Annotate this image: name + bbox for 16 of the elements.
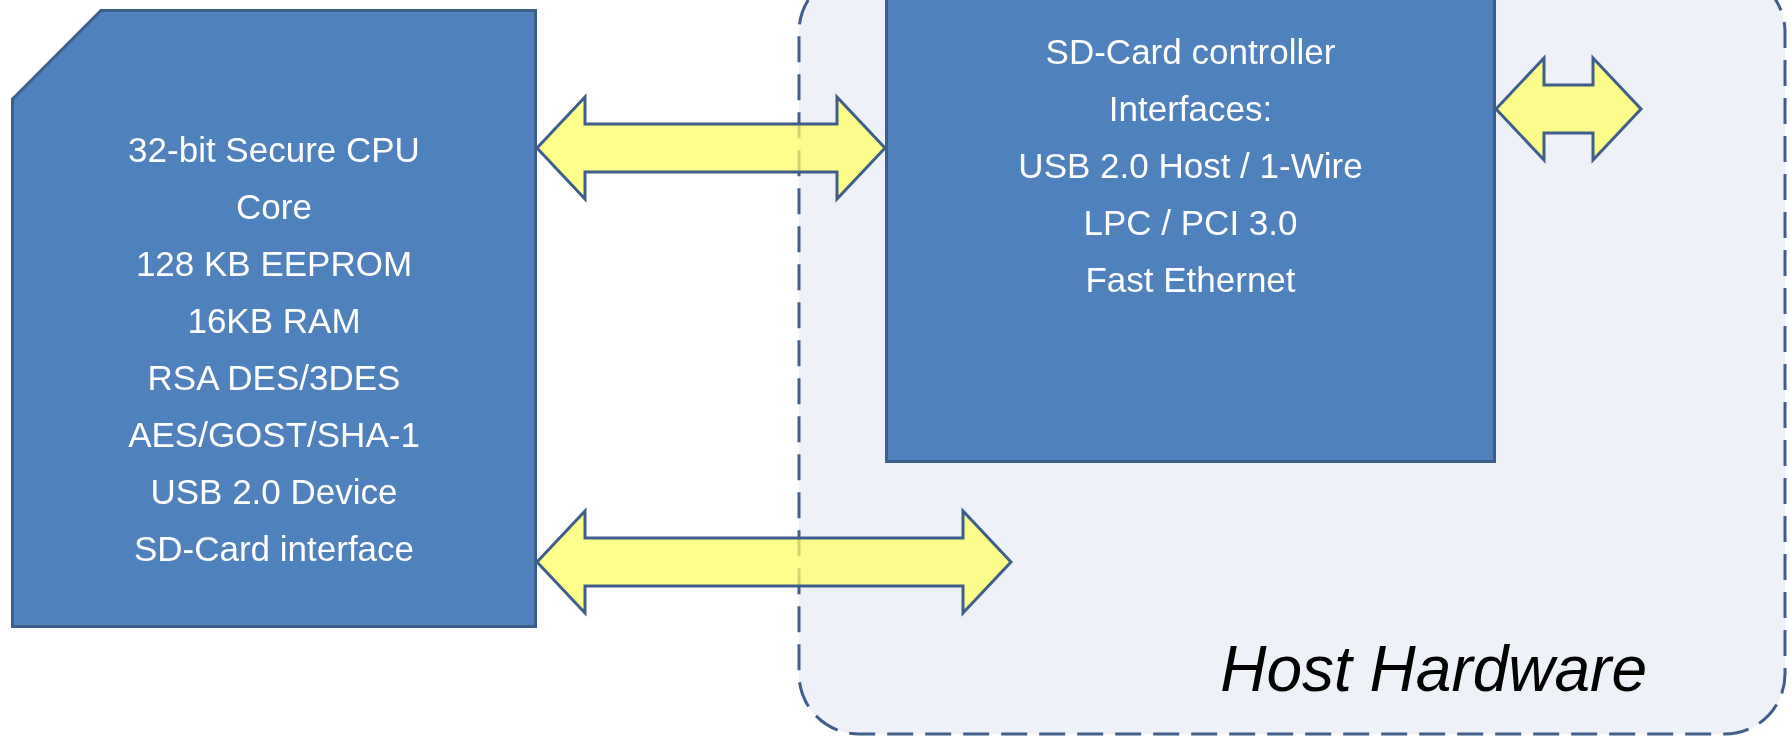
component-text: 128 KB EEPROM xyxy=(134,243,414,285)
double-arrow xyxy=(534,507,1014,617)
component-text: 16KB RAM xyxy=(186,300,362,342)
component-text: SD-Card controller xyxy=(1044,31,1337,73)
double-arrow xyxy=(1493,54,1644,164)
region-title: Host Hardware xyxy=(1220,632,1647,706)
component-text: SD-Card interface xyxy=(132,528,416,570)
component-text: USB 2.0 Host / 1-Wire xyxy=(1017,145,1364,187)
double-arrow xyxy=(534,93,888,203)
component-text: AES/GOST/SHA-1 xyxy=(127,414,421,456)
component-text: Fast Ethernet xyxy=(1084,259,1297,301)
component-text: USB 2.0 Device xyxy=(149,471,399,513)
component-text: Interfaces: xyxy=(1107,88,1274,130)
component-text: 32-bit Secure CPU Core xyxy=(127,129,421,228)
component-text: LPC / PCI 3.0 xyxy=(1082,202,1299,244)
component-text: RSA DES/3DES xyxy=(146,357,402,399)
